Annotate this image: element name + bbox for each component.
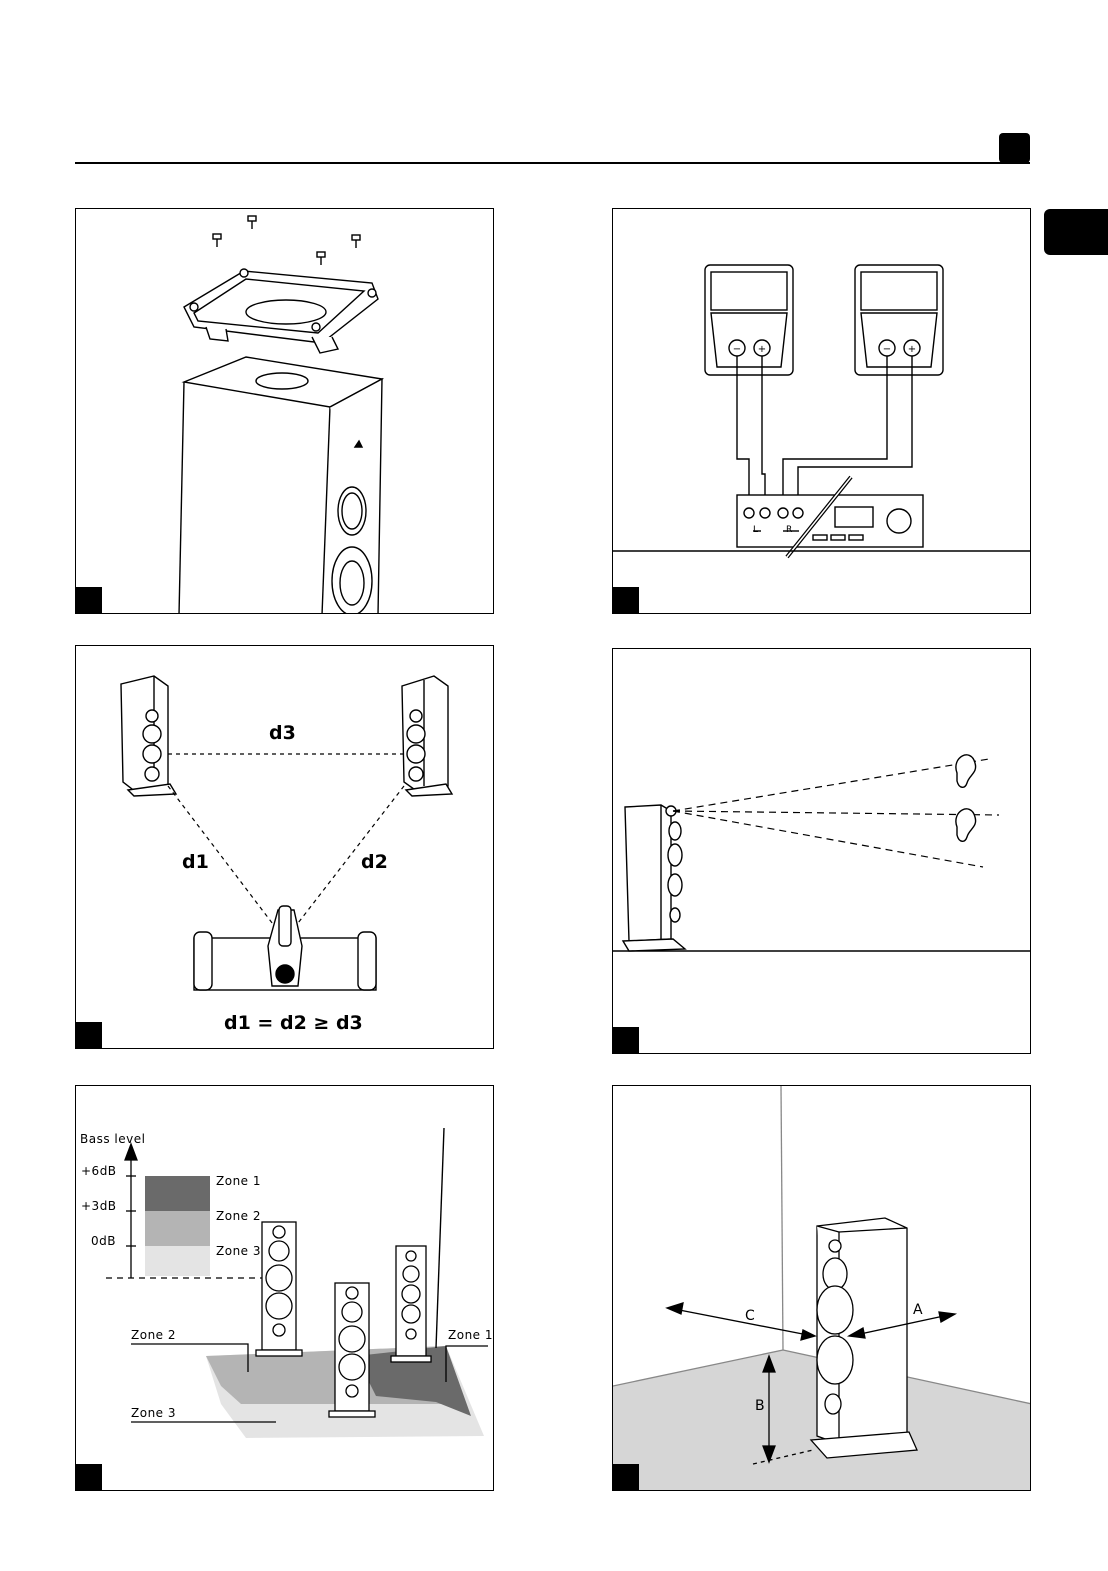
bass-zones-illustration: [76, 1086, 494, 1491]
amp-left-label: L: [753, 525, 759, 535]
screw-icon: [248, 216, 256, 229]
figure-number-badge: [613, 1464, 639, 1490]
zone2-swatch: [145, 1211, 210, 1246]
page-marker: [999, 133, 1030, 163]
legend-zone2: Zone 2: [216, 1209, 261, 1223]
zone3-swatch: [145, 1246, 210, 1276]
dimension-c-label: C: [745, 1308, 755, 1324]
wiring-illustration: − + − +: [613, 209, 1031, 614]
figure-wiring: − + − + L R: [612, 208, 1031, 614]
svg-text:+: +: [908, 344, 916, 355]
figure-listening-triangle: d3 d1 d2 d1 = d2 ≥ d3: [75, 645, 494, 1049]
distance-d3-label: d3: [269, 722, 296, 744]
figure-tweeter-height: [612, 648, 1031, 1054]
listening-triangle-illustration: [76, 646, 494, 1049]
corner-placement-illustration: [613, 1086, 1031, 1491]
svg-text:−: −: [883, 344, 891, 355]
callout-zone2: Zone 2: [131, 1328, 176, 1342]
figure-number-badge: [76, 1022, 102, 1048]
level-0: 0dB: [91, 1234, 116, 1248]
distance-d1-label: d1: [182, 851, 209, 873]
callout-zone1: Zone 1: [448, 1328, 493, 1342]
ear-icon: [956, 755, 976, 787]
language-tab: [1044, 209, 1108, 255]
svg-text:+: +: [758, 344, 766, 355]
figure-number-badge: [76, 587, 102, 613]
bass-level-axis-title: Bass level: [80, 1132, 145, 1146]
tweeter-height-illustration: [613, 649, 1031, 1054]
dimension-b-label: B: [755, 1398, 765, 1414]
header-rule: [75, 162, 1030, 164]
legend-zone3: Zone 3: [216, 1244, 261, 1258]
level-plus3: +3dB: [81, 1199, 117, 1213]
dimension-a-label: A: [913, 1302, 923, 1318]
figure-number-badge: [613, 1027, 639, 1053]
distance-formula: d1 = d2 ≥ d3: [224, 1012, 363, 1034]
figure-bass-zones: Bass level +6dB +3dB 0dB Zone 1 Zone 2 Z…: [75, 1085, 494, 1491]
figure-number-badge: [613, 587, 639, 613]
amp-right-label: R: [786, 525, 793, 535]
figure-corner-placement: C A B: [612, 1085, 1031, 1491]
callout-zone3: Zone 3: [131, 1406, 176, 1420]
distance-d2-label: d2: [361, 851, 388, 873]
stand-assembly-illustration: [76, 209, 494, 614]
zone1-swatch: [145, 1176, 210, 1212]
figure-number-badge: [76, 1464, 102, 1490]
legend-zone1: Zone 1: [216, 1174, 261, 1188]
level-plus6: +6dB: [81, 1164, 117, 1178]
figure-stand-assembly: [75, 208, 494, 614]
svg-text:−: −: [733, 344, 741, 355]
